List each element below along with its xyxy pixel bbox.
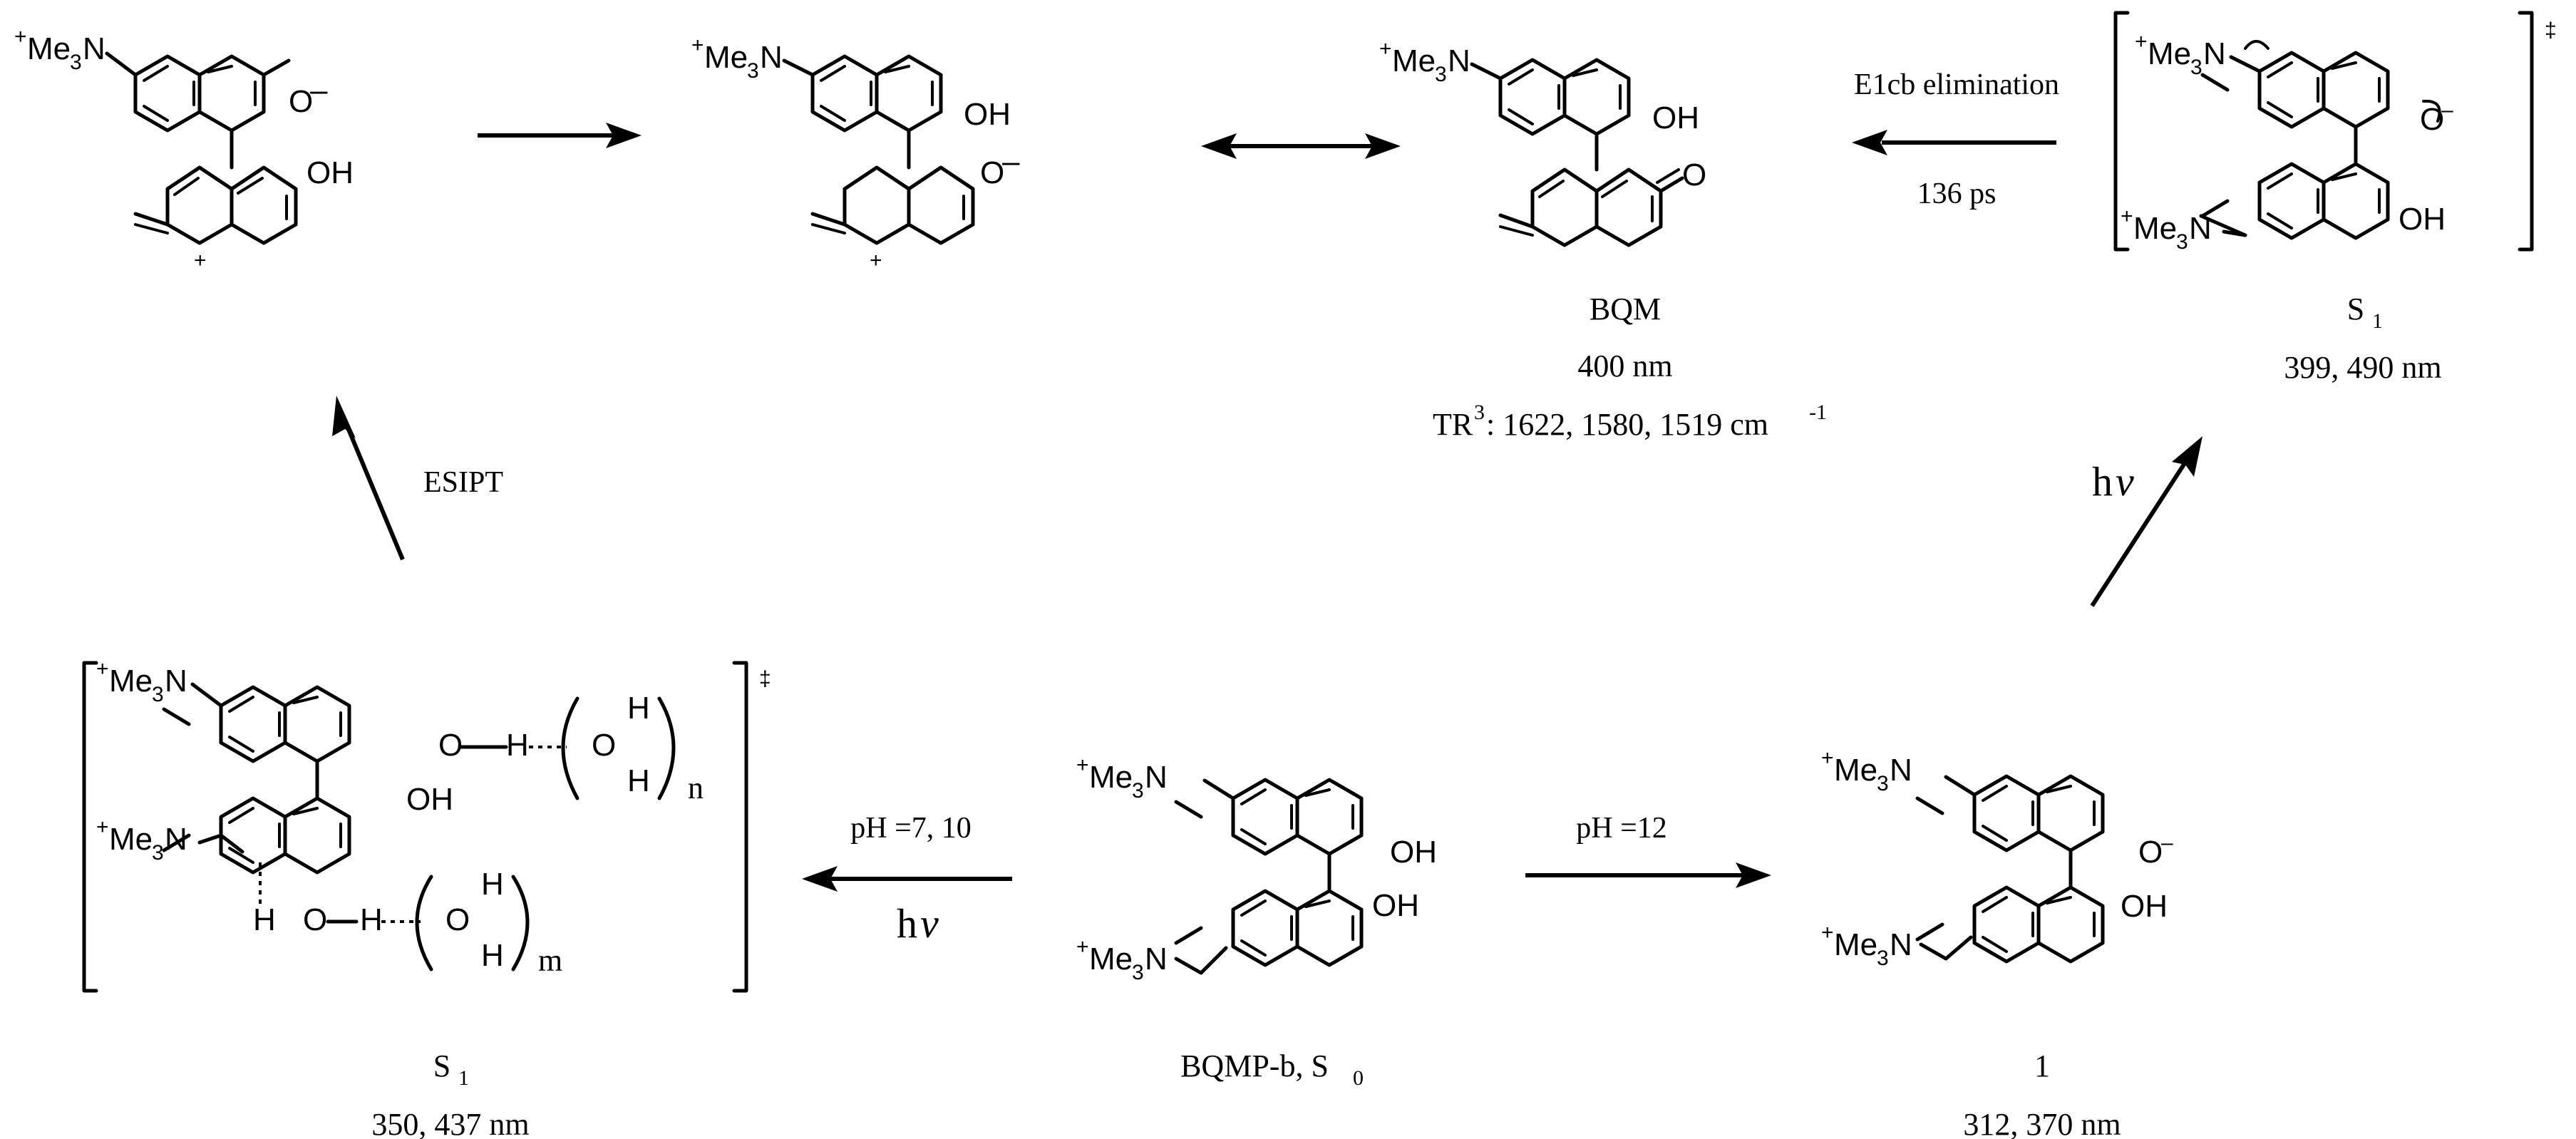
caption-bqmp: BQMP-b, S 0: [1180, 1048, 1364, 1090]
s1-left-name: S: [433, 1048, 450, 1083]
atom-oh: OH: [1652, 100, 1699, 135]
atom-oh: OH: [406, 782, 453, 817]
atom-minus: –: [2161, 831, 2173, 855]
s1-left-sub: 1: [458, 1066, 469, 1090]
atom-oh: OH: [2399, 202, 2446, 237]
caption-s1-right: S 1 399, 490 nm: [2284, 292, 2441, 385]
s1-left-abs: 350, 437 nm: [371, 1107, 529, 1139]
bqm-tr-values: : 1622, 1580, 1519 cm: [1486, 407, 1768, 442]
atom-o-anion: O: [2138, 835, 2163, 870]
atom-cation: +: [870, 249, 882, 272]
atom-o-water3: O: [445, 902, 470, 937]
arrow-ph-basic: pH =12: [1525, 812, 1771, 888]
structure-anion-1: O – OH: [1821, 746, 2173, 970]
atom-o-carbonyl: O: [1682, 158, 1706, 192]
caption-s1-left: S 1 350, 437 nm: [371, 1048, 529, 1139]
atom-h-water3: H: [481, 938, 504, 973]
atom-o-water: O: [592, 728, 616, 763]
atom-h-ring: H: [253, 902, 276, 937]
dagger-s1-left: ‡: [759, 667, 771, 691]
anion-abs: 312, 370 nm: [1963, 1107, 2121, 1139]
caption-bqm: BQM 400 nm TR 3 : 1622, 1580, 1519 cm -1: [1433, 292, 1827, 442]
atom-h-water3: H: [481, 867, 504, 902]
hv-right-h: h: [2092, 458, 2113, 505]
esipt-label: ESIPT: [423, 466, 503, 499]
atom-o-bridge: O: [438, 728, 463, 763]
atom-h-bridge: H: [506, 728, 529, 763]
bqm-name: BQM: [1590, 292, 1661, 326]
e1cb-time: 136 ps: [1917, 177, 1997, 210]
structure-bqm: OH O: [1379, 37, 1706, 247]
atom-h-water: H: [627, 763, 650, 798]
atom-oh: OH: [964, 97, 1011, 132]
water-m: m: [538, 943, 562, 978]
arrow-esipt: ESIPT: [332, 396, 503, 561]
hv-left-nu: ν: [920, 900, 939, 947]
structure-bqmp-b: OH OH: [1076, 753, 1437, 984]
arrow-resonance: [1201, 133, 1401, 159]
atom-oh: OH: [1372, 888, 1419, 923]
atom-h-water: H: [627, 691, 650, 726]
bqm-absorption: 400 nm: [1577, 349, 1672, 383]
caption-anion: 1 312, 370 nm: [1963, 1048, 2121, 1139]
atom-o-anion: O: [980, 155, 1004, 190]
structure-s1-excited-right: ‡ O – OH: [2113, 11, 2557, 254]
ph-left-label: pH =7, 10: [850, 812, 972, 845]
atom-minus: –: [1002, 144, 1020, 179]
hv-left-h: h: [897, 900, 917, 947]
s1-right-abs: 399, 490 nm: [2284, 350, 2441, 385]
ph-right-label: pH =12: [1576, 812, 1667, 845]
water-n: n: [688, 770, 704, 805]
bqm-tr-sup: 3: [1474, 401, 1485, 424]
atom-h-water2: H: [360, 902, 383, 937]
atom-o-water2: O: [303, 902, 327, 937]
dagger-s1-right: ‡: [2545, 19, 2557, 42]
atom-oh: OH: [2121, 889, 2168, 924]
hv-right-nu: ν: [2116, 458, 2134, 505]
e1cb-label: E1cb elimination: [1854, 68, 2059, 101]
atom-minus: –: [310, 73, 328, 108]
structure-zwitterion-b: OH O – +: [691, 34, 1020, 272]
bqmp-name: BQMP-b, S: [1180, 1048, 1329, 1083]
arrow-ph-neutral: pH =7, 10 h ν: [802, 812, 1012, 947]
atom-minus: –: [2441, 98, 2453, 122]
arrow-e1cb: E1cb elimination 136 ps: [1852, 68, 2059, 210]
anion-name: 1: [2034, 1048, 2050, 1083]
bqm-tr-unit-sup: -1: [1809, 401, 1827, 424]
atom-cation: +: [194, 249, 207, 272]
bqmp-sub: 0: [1353, 1066, 1364, 1090]
atom-oh: OH: [1390, 835, 1437, 870]
atom-o-anion: O: [289, 84, 313, 119]
bqm-tr-prefix: TR: [1433, 407, 1473, 442]
arrow-photoexcitation: h ν: [2090, 436, 2203, 607]
atom-oh: OH: [306, 155, 354, 190]
arrow-tautomer: [478, 123, 642, 148]
structure-s1-excited-left: ‡ O H O H H n OH H O H O H: [82, 657, 771, 993]
s1-right-sub: 1: [2372, 309, 2383, 333]
s1-right-name: S: [2347, 292, 2364, 326]
structure-zwitterion-a: O – OH +: [14, 25, 354, 272]
